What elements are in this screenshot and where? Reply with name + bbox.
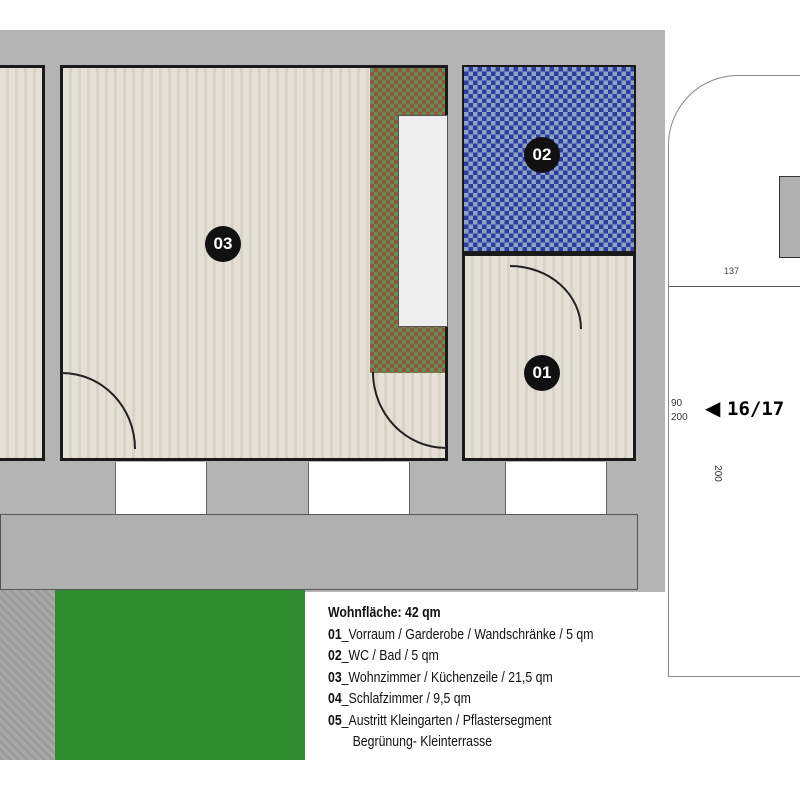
- exterior-wall: [0, 514, 638, 590]
- legend-item: 02_WC / Bad / 5 qm: [328, 647, 439, 664]
- stair-dim-top: 137: [724, 266, 740, 276]
- window-niche: [308, 462, 410, 515]
- stair-line: [669, 286, 800, 287]
- legend: Wohnfläche: 42 qm 01_Vorraum / Garderobe…: [328, 602, 594, 753]
- arrow-left-icon: ◀: [705, 398, 721, 420]
- legend-item: 01_Vorraum / Garderobe / Wandschränke / …: [328, 625, 594, 643]
- stair-core: [779, 176, 800, 258]
- paving-segment: [0, 590, 55, 760]
- staircase: 137 90 200 200 ◀ 16/17: [668, 75, 800, 677]
- room-02-badge: 02: [524, 137, 560, 173]
- legend-item: 05_Austritt Kleingarten / Pflastersegmen…: [328, 711, 552, 729]
- window-niche: [115, 462, 207, 515]
- stair-dim-a: 90: [671, 398, 683, 409]
- legend-item: 04_Schlafzimmer / 9,5 qm: [328, 690, 471, 707]
- room-01-badge: 01: [524, 355, 560, 391]
- kitchen-counter: [398, 115, 448, 327]
- legend-title: Wohnfläche: 42 qm: [328, 604, 441, 621]
- room-04: [0, 65, 45, 461]
- window-niche: [505, 462, 607, 515]
- room-03-badge: 03: [205, 226, 241, 262]
- stair-dim-c: 200: [711, 465, 723, 482]
- garden: [55, 590, 305, 760]
- legend-continuation: Begrünung- Kleinterrasse: [352, 733, 493, 750]
- stair-level-label: 16/17: [727, 398, 785, 420]
- legend-item: 03_Wohnzimmer / Küchenzeile / 21,5 qm: [328, 668, 553, 686]
- stair-dim-b: 200: [671, 412, 688, 423]
